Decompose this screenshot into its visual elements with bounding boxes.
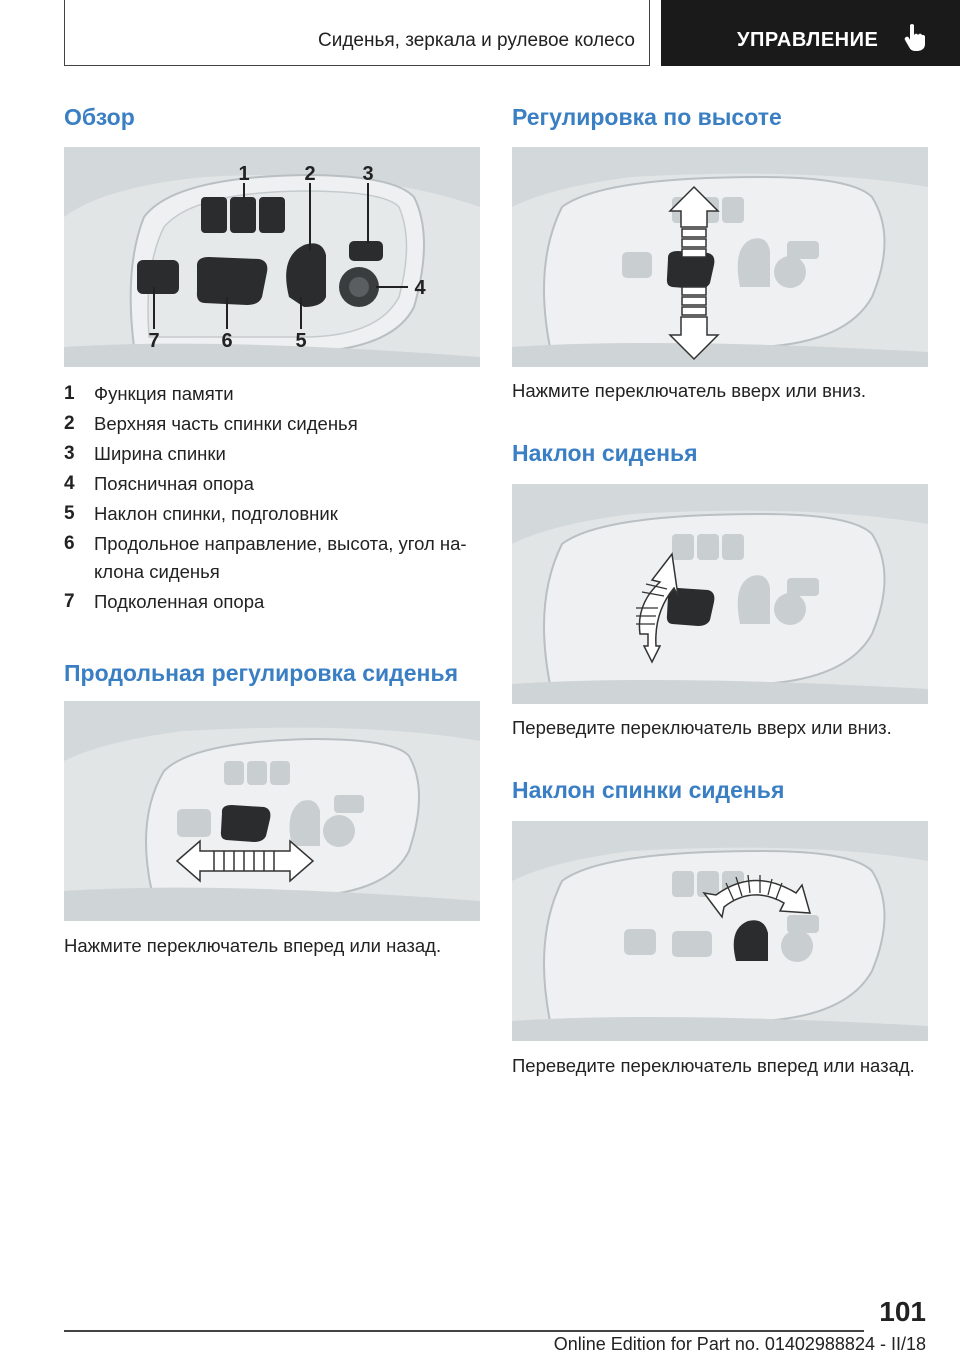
legend-item: 3 Ширина спинки: [64, 438, 484, 468]
hand-pointer-icon: [904, 24, 925, 51]
header-section-box: Сиденья, зеркала и рулевое колесо: [64, 0, 650, 66]
backrest-tilt-heading: Наклон спинки сиденья: [512, 777, 785, 803]
callout-5: 5: [295, 330, 306, 352]
legend-item: 6 Продольное направление, высота, угол на…: [64, 528, 484, 586]
legend-number: 7: [64, 591, 75, 612]
seat-tilt-heading: Наклон сиденья: [512, 440, 698, 466]
legend-text: Верхняя часть спинки сиденья: [94, 413, 358, 434]
longitudinal-figure: [64, 701, 480, 921]
legend-number: 3: [64, 443, 75, 464]
height-heading: Регулировка по высоте: [512, 104, 782, 130]
callout-3: 3: [362, 163, 373, 185]
seat-tilt-figure: [512, 484, 928, 704]
callout-2: 2: [304, 163, 315, 185]
legend-text: Подколенная опора: [94, 591, 265, 612]
overview-heading: Обзор: [64, 104, 135, 130]
legend-item: 5 Наклон спинки, подголовник: [64, 498, 484, 528]
section-title: Сиденья, зеркала и рулевое колесо: [318, 30, 635, 51]
callout-7: 7: [148, 330, 159, 352]
chapter-label: УПРАВЛЕНИЕ: [737, 29, 879, 51]
height-figure: [512, 147, 928, 367]
footer-divider: [64, 1330, 864, 1332]
legend-number: 4: [64, 473, 75, 494]
backrest-tilt-figure: [512, 821, 928, 1041]
legend-text: Наклон спинки, подголовник: [94, 503, 338, 524]
legend-text: Ширина спинки: [94, 443, 226, 464]
legend-text: Поясничная опора: [94, 473, 254, 494]
legend-number: 6: [64, 533, 75, 554]
callout-4: 4: [414, 277, 426, 299]
legend-item: 1 Функция памяти: [64, 378, 484, 408]
legend-number: 5: [64, 503, 75, 524]
callout-1: 1: [238, 163, 249, 185]
longitudinal-heading: Продольная регулировка сиденья: [64, 660, 459, 686]
callout-6: 6: [221, 330, 232, 352]
legend-number: 2: [64, 413, 75, 434]
legend-item: 2 Верхняя часть спинки сиденья: [64, 408, 484, 438]
overview-figure: 1 2 3 4 5 6 7: [64, 147, 480, 367]
overview-legend: 1 Функция памяти 2 Верхняя часть спинки си…: [64, 378, 484, 616]
legend-text: Продольное направление, высота, угол на‐…: [94, 533, 467, 582]
header-chapter-tab[interactable]: УПРАВЛЕНИЕ: [661, 0, 960, 66]
backrest-tilt-text: Переведите переключатель вперед или наза…: [512, 1055, 915, 1076]
legend-item: 4 Поясничная опора: [64, 468, 484, 498]
edition-text: Online Edition for Part no. 01402988824 …: [553, 1334, 926, 1354]
legend-text: Функция памяти: [94, 383, 234, 404]
longitudinal-text: Нажмите переключатель вперед или назад.: [64, 935, 442, 956]
seat-tilt-text: Переведите переключатель вверх или вниз.: [512, 717, 892, 738]
legend-item: 7 Подколенная опора: [64, 586, 484, 616]
legend-number: 1: [64, 383, 75, 404]
height-text: Нажмите переключатель вверх или вниз.: [512, 380, 867, 401]
page-number: 101: [879, 1296, 926, 1327]
